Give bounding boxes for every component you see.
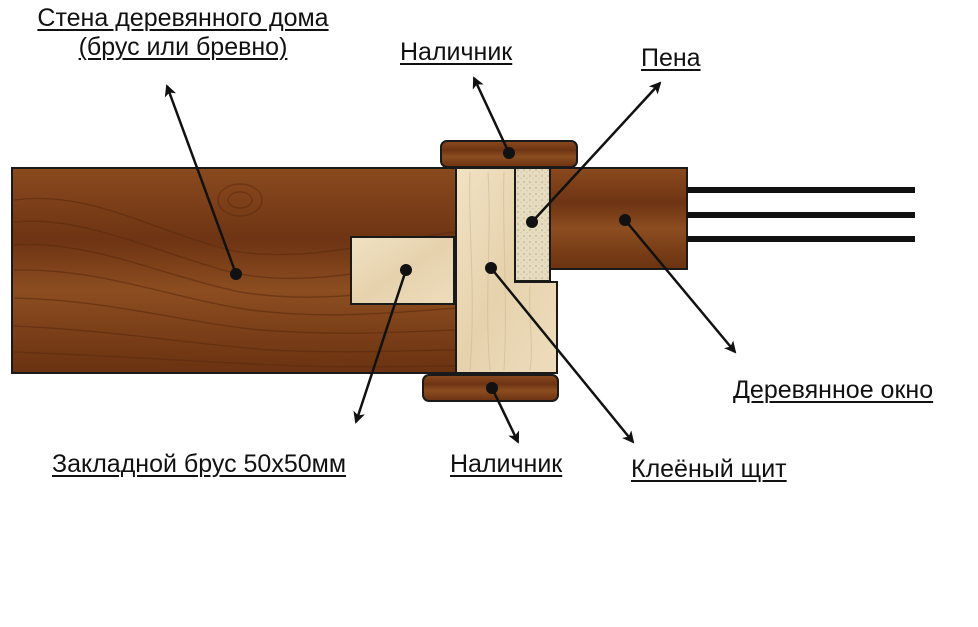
dot-foam [526, 216, 538, 228]
pointer-foam [531, 81, 662, 223]
window-frame [549, 167, 688, 270]
window-glass-lines [687, 187, 915, 242]
pointer-wall [164, 84, 238, 275]
pointer-beam [353, 269, 408, 424]
label-wall-line2: (брус или бревно) [78, 32, 288, 61]
label-foam: Пена [641, 44, 701, 72]
pointer-trim-top [472, 76, 511, 154]
label-trim-bottom: Наличник [450, 450, 563, 478]
label-glued-board: Клеёный щит [631, 455, 787, 483]
dot-beam [400, 264, 412, 276]
glued-board [455, 167, 558, 374]
dot-wall [230, 268, 242, 280]
pointer-glued-board [490, 267, 635, 444]
label-trim-top: Наличник [400, 38, 513, 66]
dot-trim-bottom [486, 382, 498, 394]
label-window: Деревянное окно [733, 376, 934, 404]
dot-glued-board [485, 262, 497, 274]
label-beam: Закладной брус 50х50мм [52, 450, 347, 478]
dot-window [619, 214, 631, 226]
dot-trim-top [503, 147, 515, 159]
label-wall: Стена деревянного дома (брус или бревно) [13, 4, 353, 62]
pointer-window [624, 219, 737, 354]
pointer-trim-bottom [490, 387, 520, 444]
label-wall-line1: Стена деревянного дома [37, 4, 329, 32]
